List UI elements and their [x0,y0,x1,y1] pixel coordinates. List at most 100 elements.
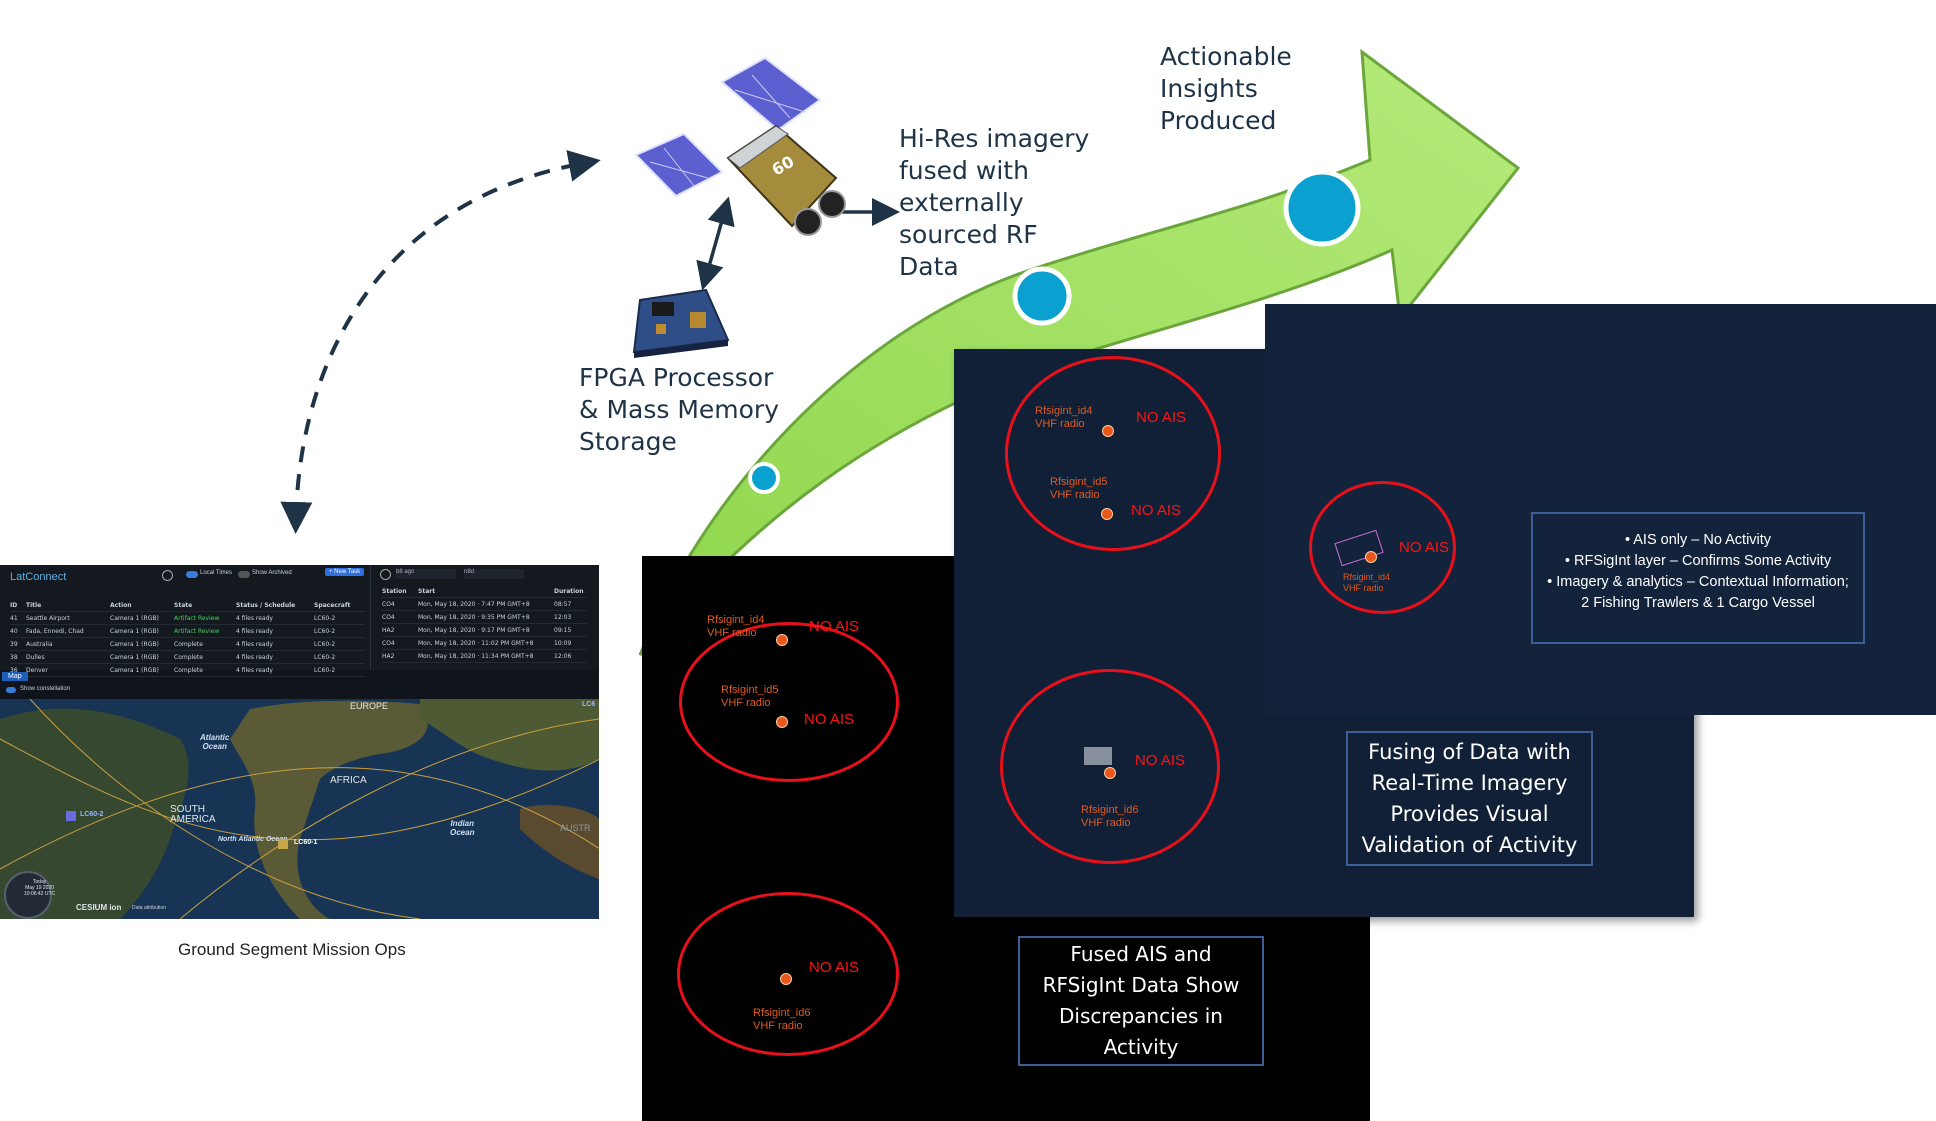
target-ring-1 [679,622,899,782]
target-ring-3 [677,892,899,1056]
fusing-data-caption: Fusing of Data with Real-Time Imagery Pr… [1346,731,1593,866]
show-constellation-label: Show constellation [20,686,71,692]
target-label-2: Rfsigint_id5 VHF radio [721,684,779,709]
sea-target-label-1: Rfsigint_id4 VHF radio [1035,405,1093,430]
new-task-button[interactable]: + New Task [325,568,365,576]
far-no-ais: NO AIS [1399,539,1450,556]
satellite-marker-lc60-1[interactable] [278,839,288,849]
task-cell: 39 [10,640,18,648]
target-marker-3 [780,973,792,985]
station-cell: Mon, May 18, 2020 · 9:35 PM GMT+8 [418,613,530,621]
task-cell: Complete [174,640,203,648]
fused-ais-caption: Fused AIS and RFSigInt Data Show Discrep… [1018,936,1264,1066]
task-cell: Camera 1 (RGB) [110,653,159,661]
col-start: Start [418,587,436,595]
target-marker-1 [776,634,788,646]
sea-no-ais-3: NO AIS [1135,752,1186,769]
station-cell: 08:57 [554,600,572,608]
constellation-toggle[interactable] [6,687,16,693]
station-row[interactable]: HA2 Mon, May 18, 2020 · 9:17 PM GMT+8 09:1… [382,624,587,637]
task-cell: Dulles [26,653,45,661]
task-cell: Artifact Review [174,627,220,635]
task-cell: 41 [10,614,18,622]
station-cell: Mon, May 18, 2020 · 7:47 PM GMT+8 [418,600,530,608]
target-label-1: Rfsigint_id4 VHF radio [707,614,765,639]
station-from-filter[interactable]: b8 ago [396,569,456,579]
no-ais-label-3: NO AIS [809,959,860,976]
station-cell: Mon, May 18, 2020 · 11:02 PM GMT+8 [418,639,534,647]
task-cell: LC60-2 [314,640,336,648]
world-map[interactable]: Atlantic Ocean AFRICA SOUTH AMERICA Indi… [0,699,599,919]
no-ais-label-1: NO AIS [809,618,860,635]
task-cell: Australia [26,640,53,648]
clock-text: Today May 19 2020 10:06:42 UTC [24,879,56,897]
sea-target-marker-3 [1104,767,1116,779]
fpga-board-icon [632,288,730,358]
local-times-toggle[interactable] [186,571,198,578]
target-label-3: Rfsigint_id6 VHF radio [753,1007,811,1032]
task-row[interactable]: 39 Australia Camera 1 (RGB) Complete 4 files… [10,638,365,651]
sat-label-lc60-2: LC60-2 [80,811,104,818]
task-cell: Complete [174,666,203,674]
map-label-atlantic: Atlantic Ocean [200,733,230,751]
uplink-dashed-arrow [280,150,601,534]
task-table-header: ID Title Action State Status / Schedule … [10,599,365,612]
task-cell: 38 [10,653,18,661]
task-cell: 4 files ready [236,640,273,648]
satellite-marker-lc60-2[interactable] [66,811,76,821]
task-cell: Complete [174,653,203,661]
task-table: ID Title Action State Status / Schedule … [10,599,365,677]
fpga-label: FPGA Processor & Mass Memory Storage [579,363,779,456]
task-cell: 4 files ready [236,653,273,661]
task-cell: Camera 1 (RGB) [110,627,159,635]
sea-target-label-2: Rfsigint_id5 VHF radio [1050,476,1108,501]
station-row[interactable]: CO4 Mon, May 18, 2020 · 11:02 PM GMT+8 10:… [382,637,587,650]
clock-widget[interactable] [4,871,52,919]
finding-3-text: Imagery & analytics – Contextual Informa… [1556,574,1849,611]
task-cell: Artifact Review [174,614,220,622]
sea-ring-1 [1005,356,1221,551]
show-archived-toggle[interactable] [238,571,250,578]
finding-1: • AIS only – No Activity [1624,532,1772,548]
sea-target-marker-1 [1102,425,1114,437]
task-row[interactable]: 38 Dulles Camera 1 (RGB) Complete 4 files re… [10,651,365,664]
col-state: State [174,601,193,609]
col-title: Title [26,601,42,609]
task-row[interactable]: 40 Fada, Ennedi, Chad Camera 1 (RGB) Artifa… [10,625,365,638]
finding-1-text: AIS only – No Activity [1633,532,1772,548]
station-cell: HA2 [382,626,395,634]
station-to-filter[interactable]: n8d [464,569,524,579]
hires-imagery-label: Hi-Res imagery fused with externally sou… [899,124,1090,281]
station-cell: 12:03 [554,613,572,621]
station-cell: 10:09 [554,639,572,647]
task-cell: Camera 1 (RGB) [110,614,159,622]
findings-box: • AIS only – No Activity • RFSigInt laye… [1531,512,1865,644]
task-cell: 4 files ready [236,627,273,635]
station-cell: 09:15 [554,626,572,634]
task-cell: 40 [10,627,18,635]
map-label-africa: AFRICA [330,775,367,786]
refresh-icon[interactable] [162,570,173,581]
task-cell: Denver [26,666,48,674]
arrow-dot-small [748,462,780,494]
world-map-drawing [0,699,599,919]
map-tab[interactable]: Map [2,672,28,681]
sea-ring-3 [1000,669,1220,864]
station-refresh-icon[interactable] [380,569,391,580]
station-cell: CO4 [382,639,395,647]
station-cell: Mon, May 18, 2020 · 9:17 PM GMT+8 [418,626,530,634]
sea-target-label-3: Rfsigint_id6 VHF radio [1081,804,1139,829]
target-marker-2 [776,716,788,728]
task-cell: Camera 1 (RGB) [110,666,159,674]
finding-3: • Imagery & analytics – Contextual Infor… [1547,574,1849,611]
col-duration: Duration [554,587,584,595]
show-archived-label: Show Archived [252,570,292,576]
task-cell: Camera 1 (RGB) [110,640,159,648]
task-cell: Fada, Ennedi, Chad [26,627,84,635]
data-attribution-link[interactable]: Data attribution [132,905,166,911]
